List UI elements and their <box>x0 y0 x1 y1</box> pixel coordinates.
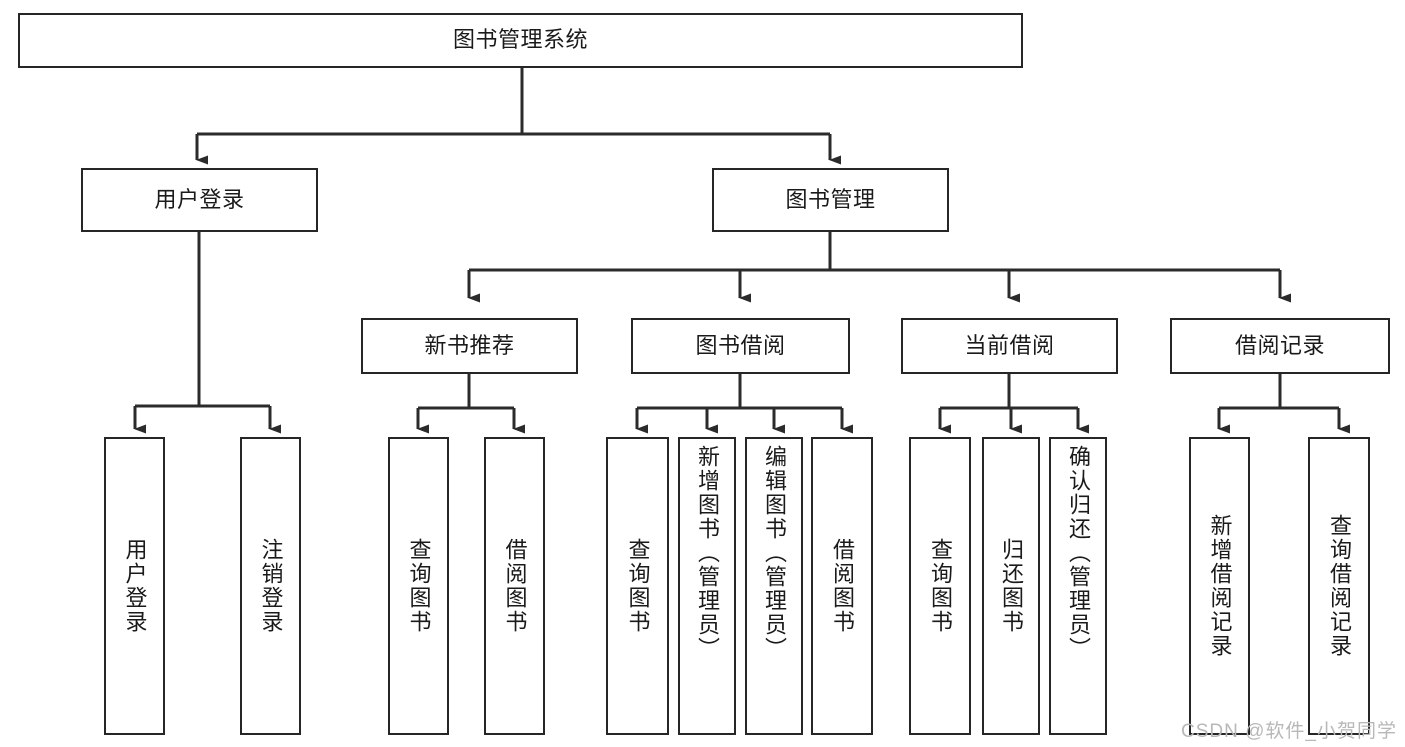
node-book-management-label: 图书管理 <box>785 186 876 212</box>
node-root[interactable]: 图书管理系统 <box>18 13 1023 68</box>
leaf-query-borrow-record[interactable]: 查询借阅记录 <box>1308 437 1370 735</box>
node-current-borrow[interactable]: 当前借阅 <box>901 318 1118 374</box>
leaf-add-book-admin-label: 新增图书（管理员） <box>694 445 720 661</box>
leaf-edit-book-admin-label: 编辑图书（管理员） <box>761 445 787 661</box>
leaf-query-book-current[interactable]: 查询图书 <box>909 437 971 735</box>
node-current-borrow-label: 当前借阅 <box>964 332 1055 358</box>
leaf-return-book[interactable]: 归还图书 <box>982 437 1040 735</box>
node-borrow-record[interactable]: 借阅记录 <box>1170 318 1390 374</box>
leaf-query-book-current-label: 查询图书 <box>927 538 953 634</box>
node-borrow-record-label: 借阅记录 <box>1234 332 1325 358</box>
leaf-edit-book-admin[interactable]: 编辑图书（管理员） <box>745 437 803 735</box>
node-new-book-recommend-label: 新书推荐 <box>424 332 515 358</box>
leaf-add-borrow-record-label: 新增借阅记录 <box>1207 514 1233 658</box>
node-book-borrow[interactable]: 图书借阅 <box>631 318 850 374</box>
node-new-book-recommend[interactable]: 新书推荐 <box>361 318 578 374</box>
leaf-query-book-recommend[interactable]: 查询图书 <box>388 437 449 735</box>
leaf-add-borrow-record[interactable]: 新增借阅记录 <box>1189 437 1250 735</box>
leaf-confirm-return-admin-label: 确认归还（管理员） <box>1065 445 1091 661</box>
leaf-query-book-recommend-label: 查询图书 <box>406 538 432 634</box>
node-book-management[interactable]: 图书管理 <box>712 168 949 232</box>
leaf-query-book-borrow-label: 查询图书 <box>625 538 651 634</box>
node-user-login-label: 用户登录 <box>154 186 245 212</box>
leaf-return-book-label: 归还图书 <box>998 538 1024 634</box>
node-user-login[interactable]: 用户登录 <box>81 168 318 232</box>
leaf-add-book-admin[interactable]: 新增图书（管理员） <box>678 437 736 735</box>
leaf-user-login-label: 用户登录 <box>122 538 148 634</box>
leaf-borrow-book-label: 借阅图书 <box>829 538 855 634</box>
node-root-label: 图书管理系统 <box>452 27 588 53</box>
leaf-borrow-book[interactable]: 借阅图书 <box>811 437 873 735</box>
leaf-user-login[interactable]: 用户登录 <box>104 437 165 735</box>
node-book-borrow-label: 图书借阅 <box>695 332 786 358</box>
leaf-logout-label: 注销登录 <box>258 538 284 634</box>
leaf-logout[interactable]: 注销登录 <box>240 437 301 735</box>
leaf-borrow-book-recommend[interactable]: 借阅图书 <box>484 437 545 735</box>
leaf-borrow-book-recommend-label: 借阅图书 <box>502 538 528 634</box>
leaf-query-book-borrow[interactable]: 查询图书 <box>606 437 669 735</box>
leaf-confirm-return-admin[interactable]: 确认归还（管理员） <box>1049 437 1107 735</box>
leaf-query-borrow-record-label: 查询借阅记录 <box>1326 514 1352 658</box>
